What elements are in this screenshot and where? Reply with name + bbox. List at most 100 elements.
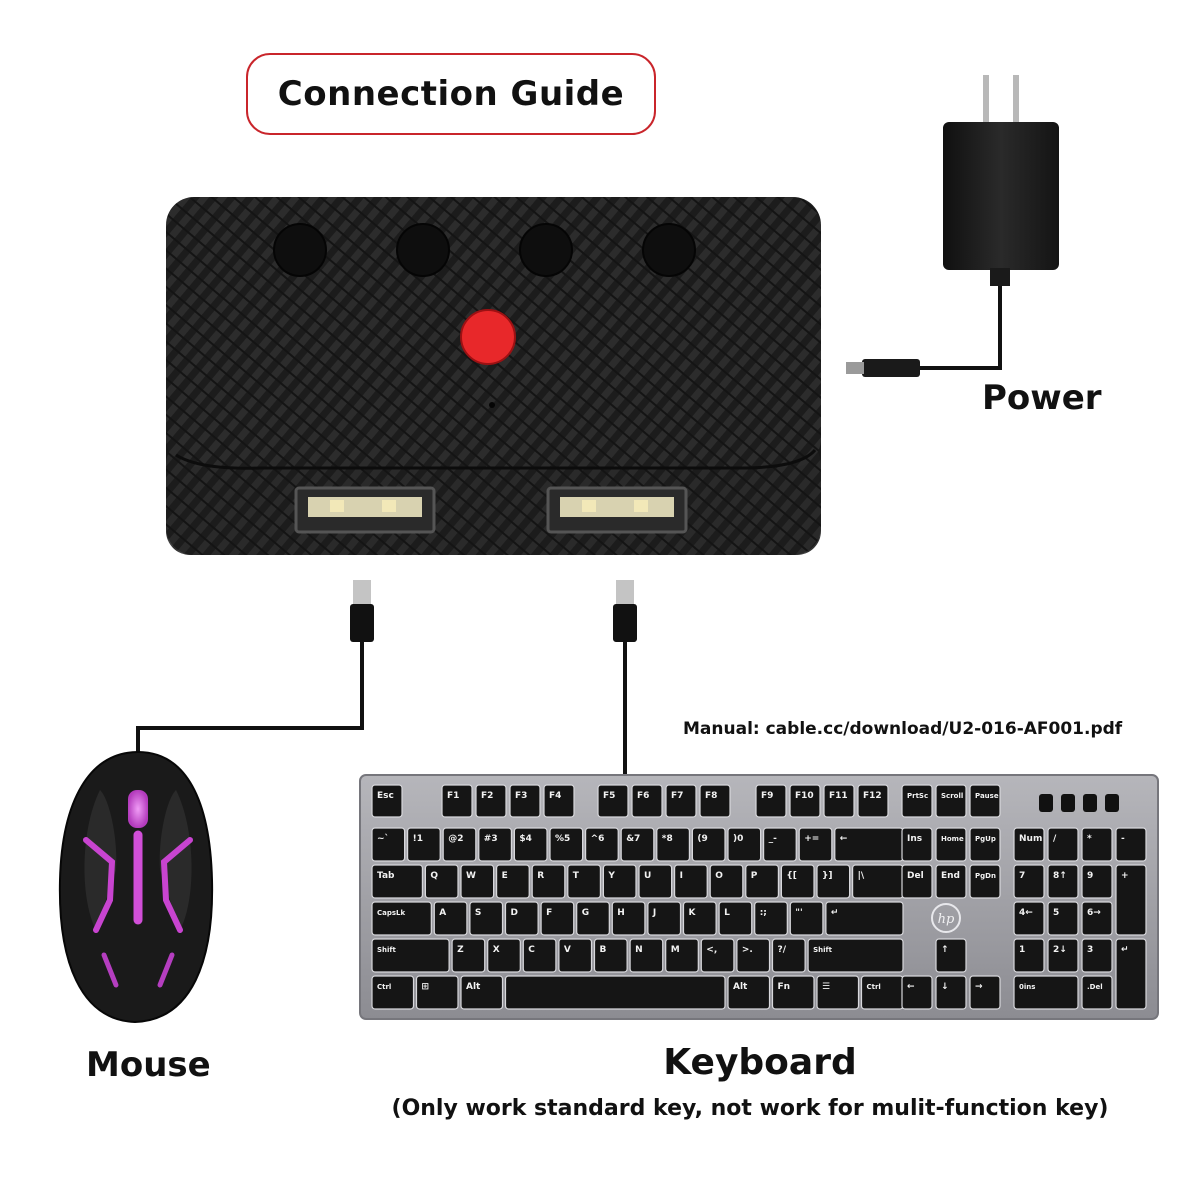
key-nav — [969, 827, 1001, 862]
key-main — [433, 901, 468, 936]
key-main — [460, 975, 504, 1010]
key-numpad — [1013, 864, 1045, 899]
key-label: |\ — [858, 871, 865, 881]
status-led — [489, 402, 495, 408]
key-numpad — [1013, 975, 1079, 1010]
key-label: _- — [769, 834, 778, 844]
key-label: Ins — [907, 834, 922, 844]
key-nav — [935, 864, 967, 899]
key-main — [513, 827, 548, 862]
key-main — [754, 901, 788, 936]
key-label: ↑ — [941, 945, 949, 955]
gaming-mouse-icon — [58, 750, 214, 1024]
key-arrow-right — [969, 975, 1001, 1010]
key-main — [371, 938, 450, 973]
key-label: 5 — [1053, 908, 1059, 918]
key-label: Z — [457, 945, 464, 955]
key-label: R — [537, 871, 544, 881]
key-numpad — [1047, 827, 1079, 862]
key-label: Alt — [466, 982, 481, 992]
key-main — [771, 975, 815, 1010]
power-label: Power — [982, 378, 1102, 418]
key-label: T — [573, 871, 580, 881]
key-label: I — [680, 871, 683, 881]
key-label: S — [475, 908, 481, 918]
key-label: Tab — [377, 871, 395, 881]
key-label: W — [466, 871, 476, 881]
key-numpad — [1013, 938, 1045, 973]
keyboard-brand-text: hp — [938, 912, 955, 927]
key-numpad — [1081, 827, 1113, 862]
key-label: K — [689, 908, 697, 918]
key-main — [620, 827, 655, 862]
key-nav — [901, 864, 933, 899]
key-main — [504, 901, 539, 936]
key-main — [504, 975, 726, 1010]
key-main — [691, 827, 726, 862]
key-label: {[ — [786, 871, 797, 881]
key-main — [647, 901, 682, 936]
key-nav — [901, 827, 933, 862]
key-main — [487, 938, 521, 973]
port-button-2[interactable] — [396, 223, 450, 277]
key-label: ?/ — [778, 945, 787, 955]
key-label: F10 — [795, 791, 814, 801]
usb-port-left — [294, 486, 436, 534]
key-label: Y — [607, 871, 615, 881]
key-10 — [789, 784, 821, 818]
key-numpad — [1115, 938, 1147, 1010]
key-label: Shift — [813, 946, 832, 954]
key-main — [584, 827, 619, 862]
key-label: += — [804, 834, 819, 844]
key-main — [540, 901, 575, 936]
key-label: Scroll — [941, 792, 963, 800]
key-numpad — [1013, 827, 1045, 862]
key-label: PrtSc — [907, 792, 928, 800]
key-label: G — [582, 908, 589, 918]
key-label: M — [671, 945, 680, 955]
key-3 — [509, 784, 541, 818]
key-main — [549, 827, 584, 862]
key-main — [576, 901, 610, 936]
key-numpad — [1047, 901, 1079, 936]
key-label: Shift — [377, 946, 396, 954]
key-label: 6→ — [1087, 908, 1101, 918]
key-label: V — [564, 945, 571, 955]
key-label: → — [975, 982, 983, 992]
key-label: 2↓ — [1053, 945, 1067, 955]
key-main — [478, 827, 512, 862]
key-main — [807, 938, 904, 973]
key-label: C — [528, 945, 535, 955]
key-label: L — [724, 908, 730, 918]
key-1 — [441, 784, 473, 818]
key-label: F2 — [481, 791, 493, 801]
key-main — [789, 901, 824, 936]
key-label: End — [941, 871, 960, 881]
key-label: F5 — [603, 791, 615, 801]
port-button-1[interactable] — [273, 223, 327, 277]
key-main — [656, 827, 690, 862]
key-label: O — [715, 871, 723, 881]
key-numpad — [1081, 938, 1113, 973]
key-numpad — [1013, 901, 1045, 936]
key-label: %5 — [555, 834, 570, 844]
key-main — [407, 827, 441, 862]
key-main — [745, 864, 779, 899]
mouse-cable — [136, 580, 374, 775]
port-button-4[interactable] — [642, 223, 696, 277]
mouse-label: Mouse — [86, 1045, 211, 1085]
key-main — [816, 975, 860, 1010]
key-label: F9 — [761, 791, 773, 801]
key-label: D — [511, 908, 518, 918]
key-label: F3 — [515, 791, 527, 801]
key-label: 4← — [1019, 908, 1033, 918]
key-label: ↵ — [1121, 945, 1129, 955]
port-button-3[interactable] — [519, 223, 573, 277]
key-main — [371, 864, 424, 899]
key-label: F7 — [671, 791, 683, 801]
key-label: F12 — [863, 791, 882, 801]
red-switch-button[interactable] — [460, 309, 516, 365]
key-label: .Del — [1087, 983, 1103, 991]
